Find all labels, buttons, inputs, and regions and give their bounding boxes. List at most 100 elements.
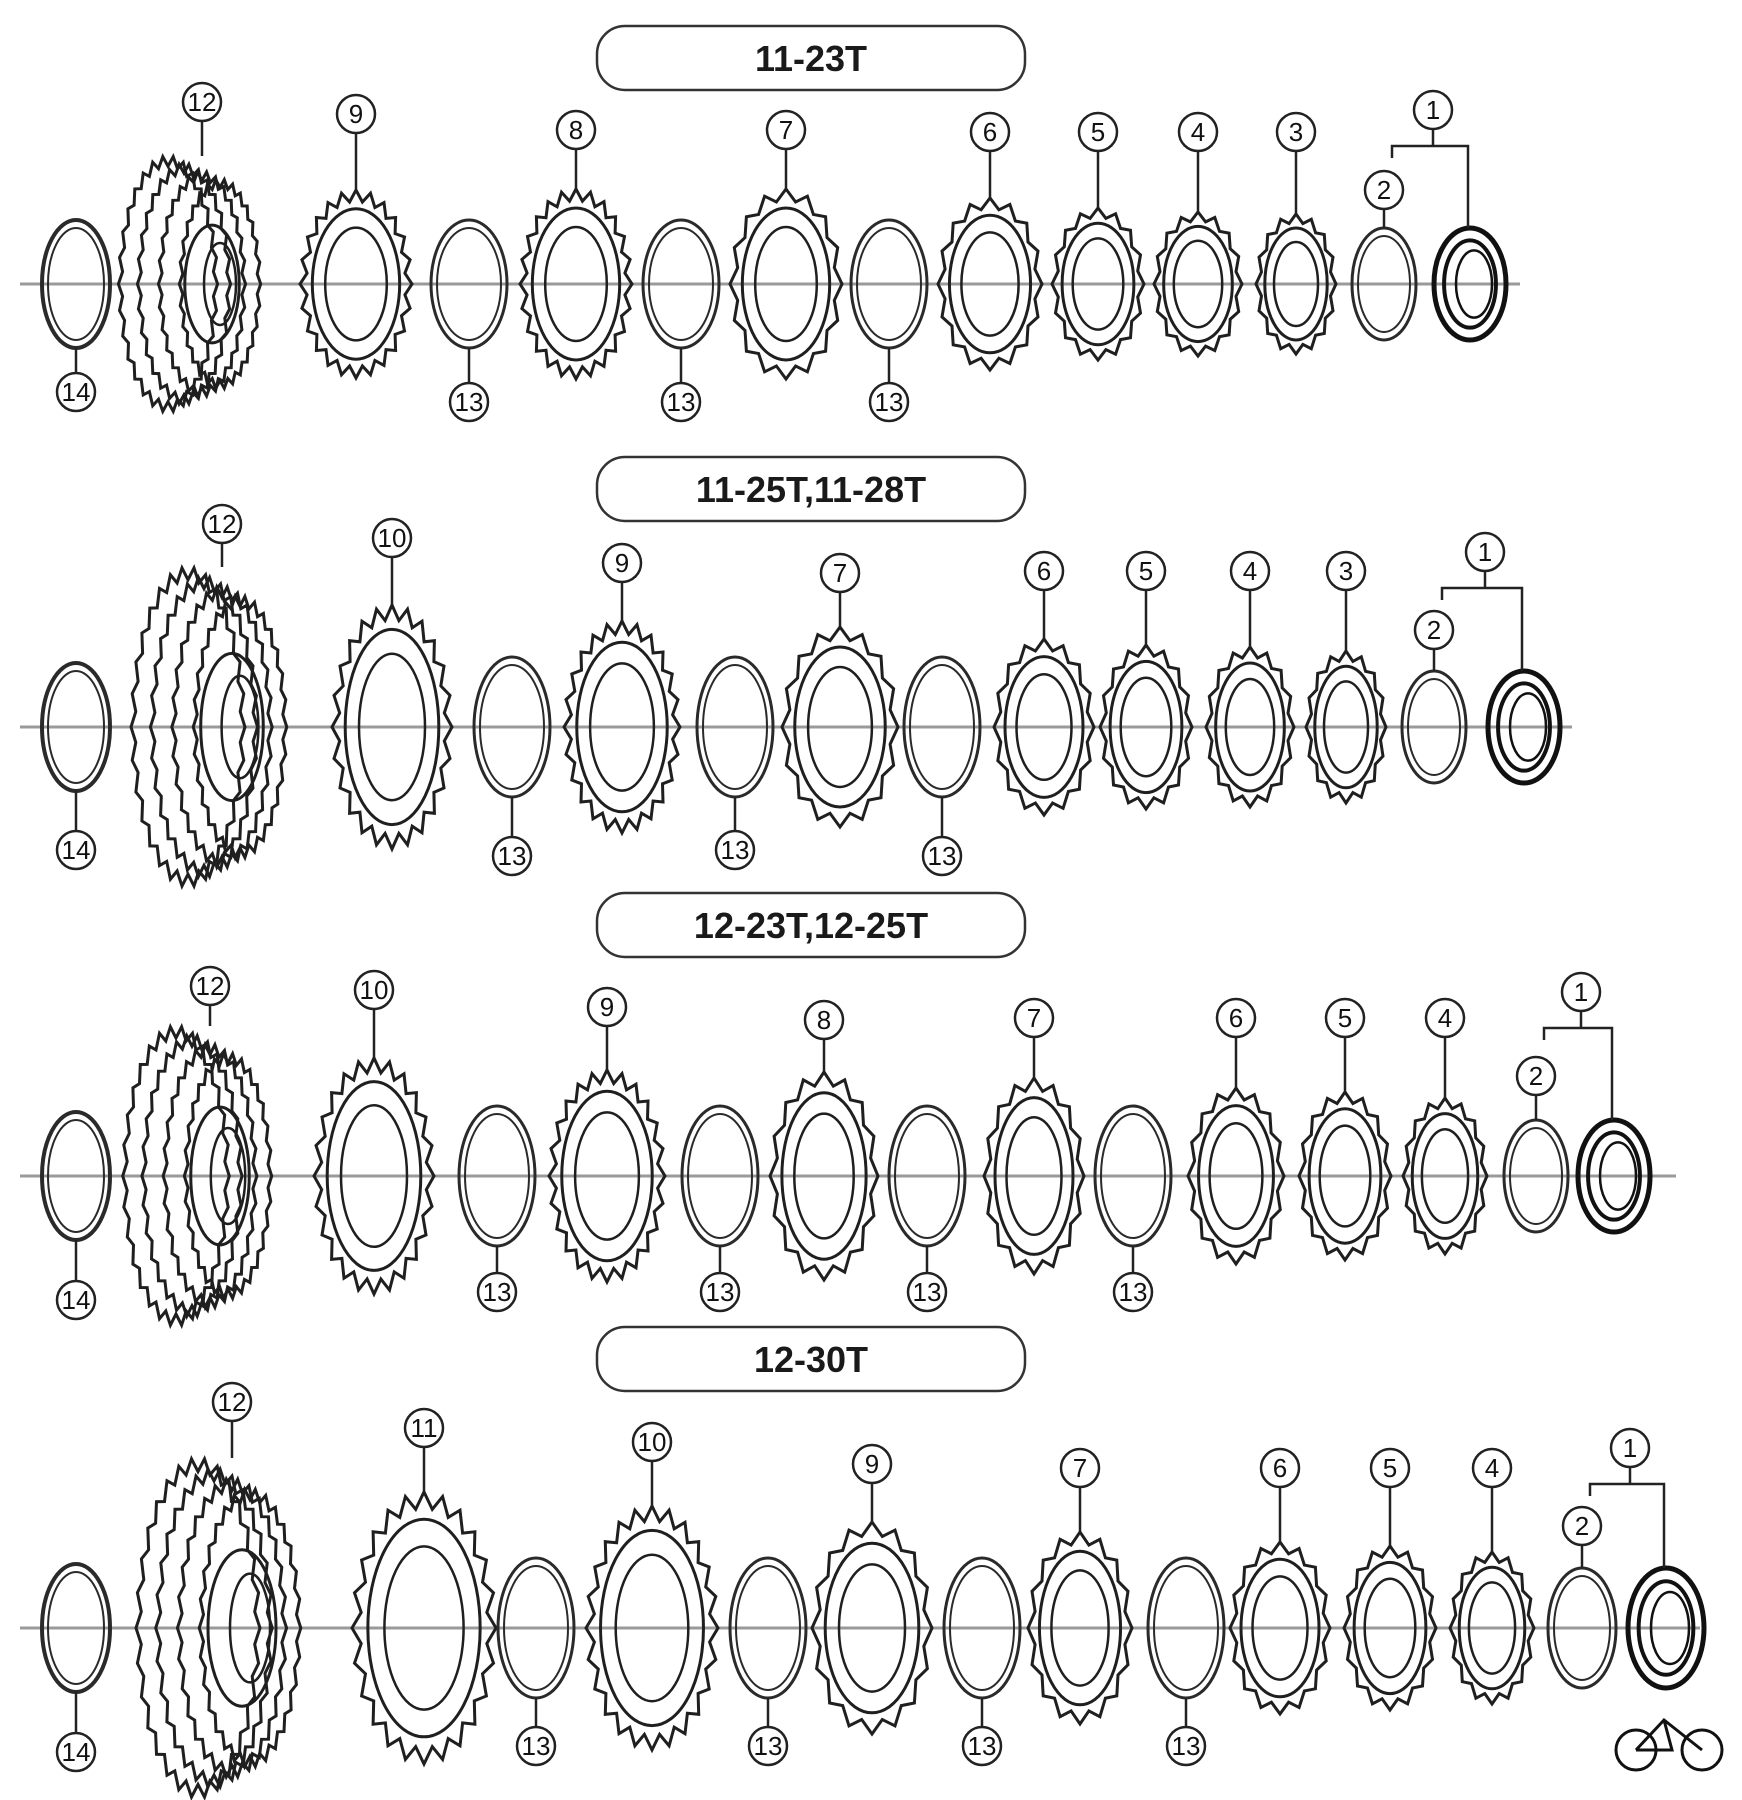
callout-circle bbox=[201, 503, 243, 545]
spacer-ring-inner bbox=[702, 664, 768, 790]
spacer-ring-inner bbox=[1553, 1575, 1611, 1681]
part-cluster: 12 bbox=[129, 503, 289, 891]
part-sprocket: 7 bbox=[780, 552, 900, 830]
callout-circle bbox=[906, 1271, 948, 1313]
part-callout: 13 bbox=[714, 829, 756, 871]
part-callout: 1 bbox=[1560, 971, 1602, 1013]
part-cluster: 12 bbox=[116, 81, 263, 415]
callout-number: 5 bbox=[1338, 1003, 1352, 1033]
callout-number: 12 bbox=[196, 971, 225, 1001]
callout-circle bbox=[631, 1421, 673, 1463]
part-spacer: 13 bbox=[942, 1556, 1022, 1767]
bracket-leader bbox=[1440, 586, 1524, 671]
sprocket-teeth bbox=[780, 624, 900, 830]
callout-number: 10 bbox=[360, 975, 389, 1005]
callout-number: 10 bbox=[638, 1427, 667, 1457]
sprocket-body bbox=[1263, 226, 1329, 342]
part-sprocket: 3 bbox=[1304, 550, 1388, 806]
callout-circle bbox=[921, 835, 963, 877]
part-sprocket: 5 bbox=[1098, 550, 1194, 812]
spacer-ring-inner bbox=[1509, 1127, 1563, 1225]
sprocket-body bbox=[1162, 224, 1234, 344]
part-callout: 1 bbox=[1609, 1427, 1651, 1469]
part-callout: 13 bbox=[476, 1271, 518, 1313]
sprocket-teeth bbox=[1254, 211, 1338, 357]
sprocket-teeth bbox=[992, 636, 1096, 818]
title-text: 11-23T bbox=[755, 38, 867, 79]
lockring-inner bbox=[1586, 1130, 1642, 1222]
spacer-ring-inner bbox=[648, 227, 714, 341]
part-sprocket: 6 bbox=[1228, 1447, 1332, 1717]
sprocket-teeth bbox=[298, 186, 414, 382]
sprocket-hub bbox=[1119, 676, 1173, 778]
callout-number: 2 bbox=[1377, 175, 1391, 205]
callout-circle bbox=[765, 109, 807, 151]
callout-circle bbox=[55, 371, 97, 413]
part-cluster: 12 bbox=[134, 1381, 303, 1800]
sprocket-hub bbox=[753, 225, 819, 343]
callout-number: 5 bbox=[1139, 556, 1153, 586]
sprocket-body bbox=[1307, 1107, 1383, 1245]
callout-circle bbox=[211, 1381, 253, 1423]
part-callout: 5 bbox=[1125, 550, 1167, 592]
part-callout: 8 bbox=[555, 109, 597, 151]
title-text: 12-23T,12-25T bbox=[694, 905, 928, 946]
callout-number: 13 bbox=[754, 1731, 783, 1761]
sprocket-hub bbox=[383, 1545, 465, 1711]
sprocket-teeth bbox=[982, 1075, 1086, 1277]
sprocket-teeth bbox=[312, 1054, 436, 1298]
part-callout: 13 bbox=[491, 835, 533, 877]
callout-number: 6 bbox=[983, 117, 997, 147]
cluster-hub bbox=[199, 651, 265, 803]
cluster-spline bbox=[209, 1126, 247, 1226]
cluster-sprocket bbox=[156, 168, 248, 400]
lockring-bore bbox=[1598, 1141, 1638, 1211]
cluster-sprocket bbox=[182, 1049, 274, 1303]
callout-circle bbox=[1125, 550, 1167, 592]
spacer-ring-inner bbox=[1153, 1565, 1219, 1691]
sprocket-hub bbox=[323, 226, 389, 342]
part-spacer: 2 bbox=[1502, 1055, 1570, 1234]
callout-number: 8 bbox=[817, 1005, 831, 1035]
spacer-ring-inner bbox=[1407, 678, 1461, 776]
part-callout: 6 bbox=[1259, 1447, 1301, 1489]
lockring-outer bbox=[1575, 1117, 1653, 1235]
part-sprocket: 4 bbox=[1401, 997, 1489, 1257]
callout-number: 5 bbox=[1091, 117, 1105, 147]
lockring-outer bbox=[1431, 225, 1509, 343]
part-callout: 7 bbox=[1059, 1447, 1101, 1489]
sprocket-hub bbox=[1015, 672, 1073, 782]
sprocket-body bbox=[1239, 1557, 1321, 1699]
bracket-leader bbox=[1542, 1026, 1614, 1120]
part-spacer: 14 bbox=[40, 1110, 112, 1321]
sprocket-teeth bbox=[562, 617, 682, 837]
part-callout: 7 bbox=[1013, 997, 1055, 1039]
sprocket-teeth bbox=[1098, 642, 1194, 812]
part-lockring: 1 bbox=[1440, 531, 1563, 786]
callout-number: 14 bbox=[62, 1285, 91, 1315]
part-spacer: 2 bbox=[1350, 169, 1418, 342]
sprocket-hub bbox=[1005, 1115, 1063, 1237]
sprocket-teeth bbox=[584, 1502, 720, 1754]
callout-circle bbox=[1324, 997, 1366, 1039]
sprocket-hub bbox=[1208, 1121, 1264, 1231]
callout-number: 5 bbox=[1383, 1453, 1397, 1483]
part-callout: 6 bbox=[1215, 997, 1257, 1039]
part-callout: 5 bbox=[1324, 997, 1366, 1039]
part-callout: 5 bbox=[1369, 1447, 1411, 1489]
callout-number: 3 bbox=[1289, 117, 1303, 147]
callout-circle bbox=[1177, 111, 1219, 153]
part-spacer: 2 bbox=[1546, 1505, 1618, 1690]
callout-circle bbox=[1112, 1271, 1154, 1313]
callout-number: 12 bbox=[208, 509, 237, 539]
sprocket-teeth bbox=[810, 1519, 934, 1737]
callout-circle bbox=[476, 1271, 518, 1313]
callout-circle bbox=[1424, 997, 1466, 1039]
callout-circle bbox=[371, 517, 413, 559]
part-callout: 14 bbox=[55, 829, 97, 871]
sprocket-body bbox=[560, 1089, 654, 1263]
part-callout: 14 bbox=[55, 1279, 97, 1321]
sprocket-hub bbox=[806, 665, 874, 789]
